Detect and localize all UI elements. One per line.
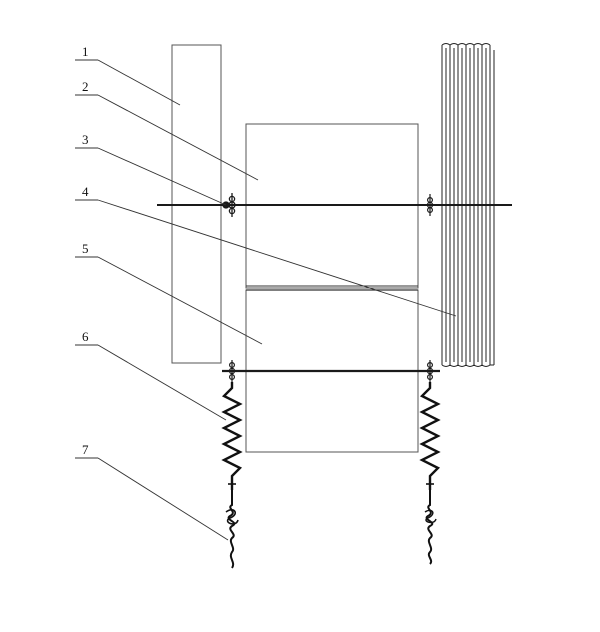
bearing-right-upper [426, 194, 434, 216]
callout-label-5: 5 [82, 241, 89, 256]
callout-label-3: 3 [82, 132, 89, 147]
bearing-right-lower [426, 360, 434, 382]
callout-leaders [75, 59, 457, 541]
left-spring [221, 382, 243, 490]
callout-label-7: 7 [82, 442, 89, 457]
bearing-left-lower [228, 360, 236, 382]
left-cable-knot [225, 509, 239, 525]
right-spring [419, 382, 441, 490]
callout-label-2: 2 [82, 79, 89, 94]
callout-label-6: 6 [82, 329, 89, 344]
callout-label-4: 4 [82, 184, 89, 199]
right-cable [425, 490, 434, 565]
right-cable-knot [424, 509, 437, 524]
left-cable [227, 490, 236, 569]
bearing-left-upper [222, 193, 236, 217]
callout-label-1: 1 [82, 44, 89, 59]
